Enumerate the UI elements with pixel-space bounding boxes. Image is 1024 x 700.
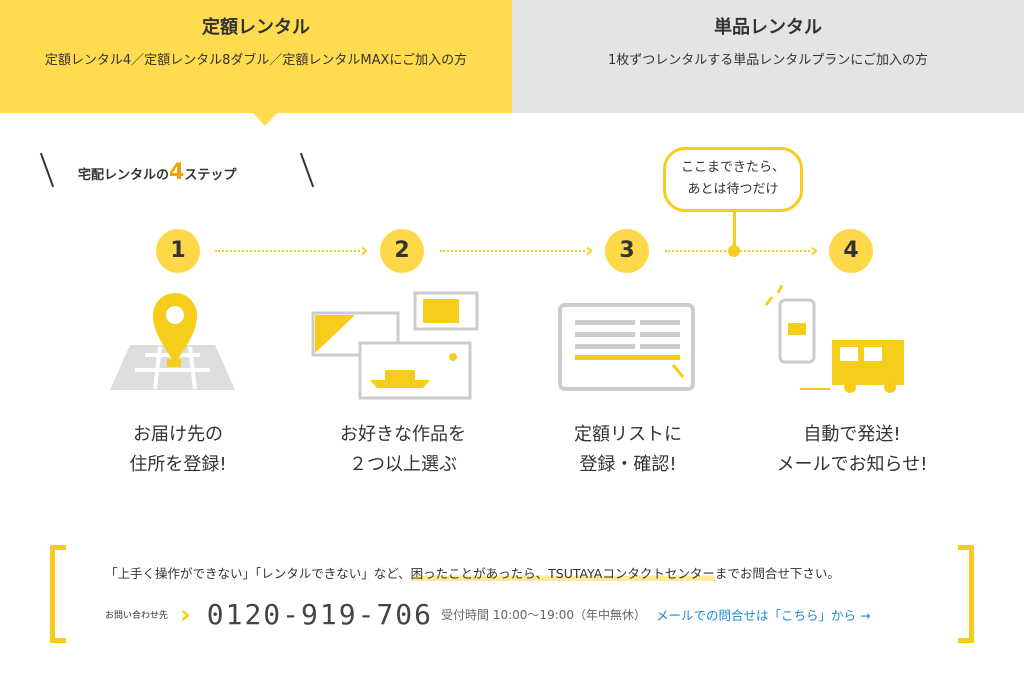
bracket-right xyxy=(958,545,974,643)
phone-mail-truck-icon xyxy=(764,285,904,393)
step-label-line: お好きな作品を xyxy=(340,424,466,445)
email-contact-link[interactable]: メールでの問合せは「こちら」から → xyxy=(656,608,871,623)
step-label-line: メールでお知らせ! xyxy=(776,454,928,475)
step-label-line: 住所を登録! xyxy=(129,454,227,475)
chevron-right-icon: › xyxy=(585,238,594,262)
step-number: 2 xyxy=(380,229,424,273)
chevron-right-icon: › xyxy=(180,599,191,630)
tab-subtitle: 1枚ずつレンタルする単品レンタルプランにご加入の方 xyxy=(607,53,928,68)
step-label-line: 定額リストに xyxy=(574,424,682,445)
map-pin-icon xyxy=(110,293,235,390)
movie-cards-icon xyxy=(311,291,479,400)
list-screen-icon xyxy=(558,303,695,391)
phone-number[interactable]: 0120-919-706 xyxy=(206,598,434,631)
step-label: お好きな作品を ２つ以上選ぶ xyxy=(293,420,513,480)
step-number: 1 xyxy=(156,229,200,273)
step-number: 4 xyxy=(829,229,873,273)
step-label: 自動で発送! メールでお知らせ! xyxy=(742,420,962,480)
tab-title: 定額レンタル xyxy=(202,17,310,38)
bubble-text: あとは待つだけ xyxy=(687,182,779,197)
slash-decoration xyxy=(299,152,315,188)
heading-number: 4 xyxy=(169,160,185,185)
dotted-connector xyxy=(440,250,585,252)
bubble-dot xyxy=(728,245,740,257)
bubble-connector xyxy=(733,212,736,248)
tab-single-rental[interactable]: 単品レンタル 1枚ずつレンタルする単品レンタルプランにご加入の方 xyxy=(512,0,1024,113)
bubble-text: ここまできたら、 xyxy=(680,160,785,175)
step-label: 定額リストに登録・確認! xyxy=(518,420,738,480)
business-hours: 受付時間 10:00～19:00（年中無休） xyxy=(441,608,647,622)
step-label-line: お届け先の xyxy=(133,424,223,445)
bracket-left xyxy=(50,545,66,643)
tab-subtitle: 定額レンタル4／定額レンタル8ダブル／定額レンタルMAXにご加入の方 xyxy=(44,53,468,68)
dotted-connector xyxy=(215,250,360,252)
contact-row: お問い合わせ先 › 0120-919-706 受付時間 10:00～19:00（… xyxy=(105,598,870,631)
step-label-line: 登録・確認! xyxy=(579,454,677,475)
contact-message: 「上手く操作ができない」「レンタルできない」など、困ったことがあったら、TSUT… xyxy=(105,563,840,582)
message-highlight: 困ったことがあったら、TSUTAYAコンタクトセンター xyxy=(410,566,715,581)
slash-decoration xyxy=(39,152,55,188)
message-text: 「上手く操作ができない」「レンタルできない」など、 xyxy=(105,566,411,581)
message-text: までお問合せ下さい。 xyxy=(714,566,840,581)
heading-text: ステップ xyxy=(184,168,237,183)
chevron-right-icon: › xyxy=(810,238,819,262)
tab-monthly-rental[interactable]: 定額レンタル 定額レンタル4／定額レンタル8ダブル／定額レンタルMAXにご加入の… xyxy=(0,0,512,113)
step-number: 3 xyxy=(605,229,649,273)
section-heading: 宅配レンタルの4ステップ xyxy=(78,160,236,185)
tab-title: 単品レンタル xyxy=(714,17,822,38)
wait-bubble: ここまできたら、あとは待つだけ xyxy=(663,147,803,212)
step-label-line: ２つ以上選ぶ xyxy=(349,454,457,475)
chevron-right-icon: › xyxy=(360,238,369,262)
step-label: お届け先の住所を登録! xyxy=(68,420,288,480)
contact-label: お問い合わせ先 xyxy=(105,611,169,621)
step-label-line: 自動で発送! xyxy=(803,424,901,445)
heading-text: 宅配レンタルの xyxy=(78,168,170,183)
active-tab-pointer xyxy=(253,113,277,126)
